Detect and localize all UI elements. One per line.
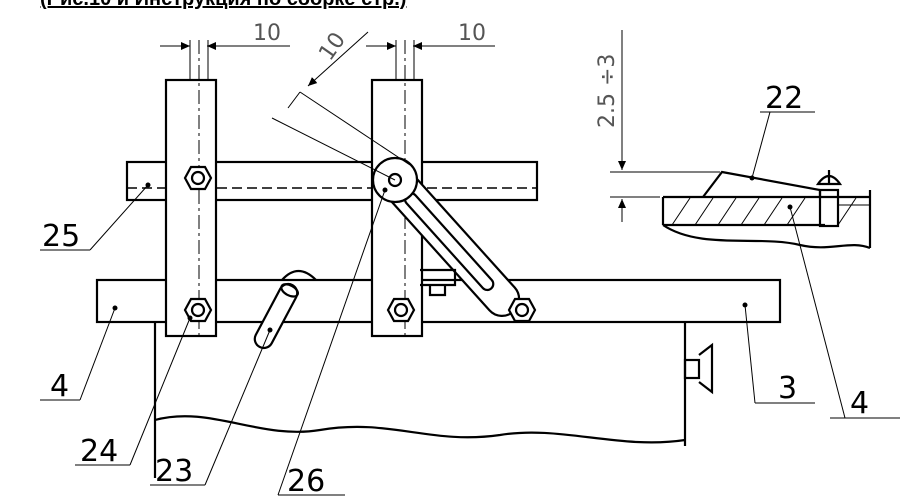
nut-slot-end — [507, 297, 537, 323]
label-22: 22 — [765, 81, 803, 116]
label-23: 23 — [155, 454, 193, 489]
label-4-left: 4 — [50, 369, 69, 404]
dim-10-right — [366, 40, 495, 80]
page-header: (Рис.10 и Инструкция по сборке стр.) — [40, 0, 680, 10]
label-26: 26 — [287, 464, 325, 499]
part-23-pin — [253, 282, 300, 350]
label-24: 24 — [80, 434, 118, 469]
nut-upper-left — [183, 165, 213, 191]
dim-10-diagonal — [287, 31, 369, 109]
side-knob — [683, 342, 714, 395]
dim-text-diagonal: 10 — [314, 28, 351, 65]
dim-text-left: 10 — [253, 21, 281, 46]
part-22-detail — [661, 170, 872, 250]
dim-2.5-3 — [610, 30, 720, 222]
slot-clamp — [420, 268, 457, 297]
nut-lower-right — [386, 297, 416, 323]
label-25: 25 — [42, 219, 80, 254]
header-text: (Рис.10 и Инструкция по сборке стр.) — [40, 0, 406, 10]
dim-text-right: 10 — [458, 21, 486, 46]
vertical-bar-left — [164, 78, 218, 338]
dim-text-gap: 2.5 ÷3 — [595, 54, 620, 128]
pivot-hole — [387, 172, 403, 188]
label-3: 3 — [778, 371, 797, 406]
leaders — [40, 111, 900, 496]
leader-dots — [112, 175, 793, 333]
dim-diag-line-a — [271, 117, 396, 181]
base-bump — [281, 269, 317, 281]
dim-10-left — [160, 40, 290, 80]
dim-diag-line-b — [299, 91, 411, 166]
label-4-right: 4 — [850, 386, 869, 421]
nut-lower-left — [183, 297, 213, 323]
